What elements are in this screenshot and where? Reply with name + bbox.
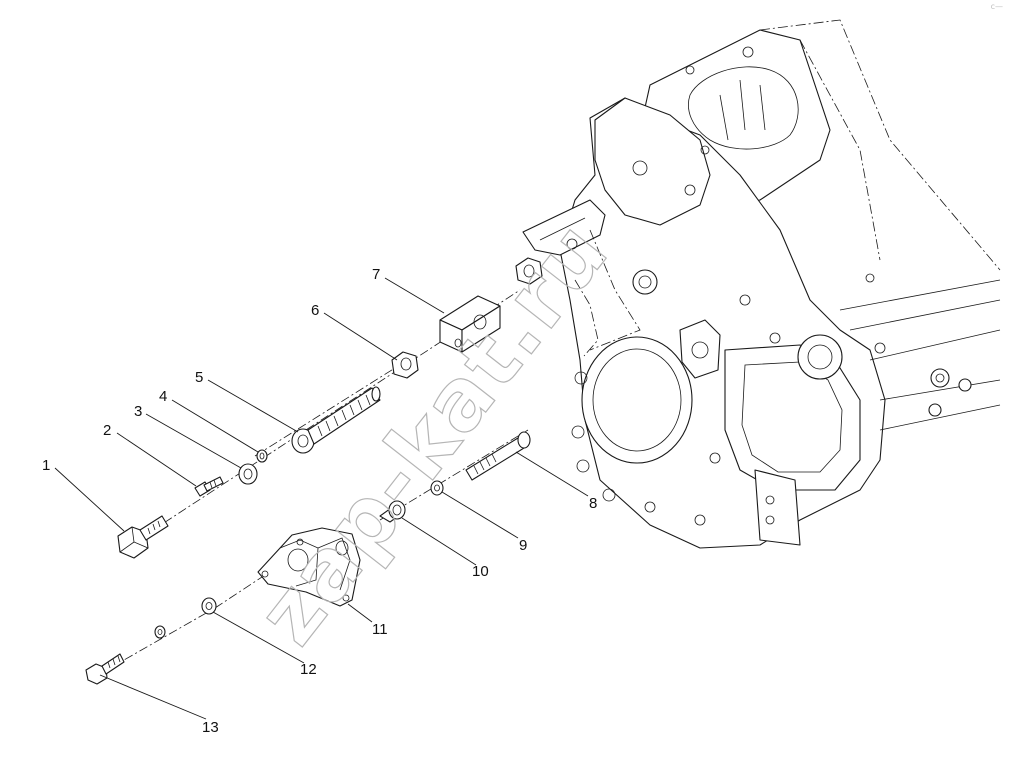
part-13-hex-bolt bbox=[85, 653, 125, 685]
part-8-stud bbox=[465, 431, 531, 481]
engine-block bbox=[522, 19, 1001, 549]
callout-10: 10 bbox=[472, 563, 489, 580]
part-7-trunnion-block bbox=[439, 295, 501, 353]
callout-3: 3 bbox=[134, 403, 142, 420]
leader-lines bbox=[54, 277, 589, 720]
callout-9: 9 bbox=[519, 537, 527, 554]
part-12-washer bbox=[201, 597, 217, 615]
part-7-top-nut bbox=[515, 257, 543, 285]
callout-13: 13 bbox=[202, 719, 219, 736]
part-5-eye-bolt bbox=[291, 386, 381, 454]
part-4-lock-washer bbox=[256, 449, 268, 463]
callout-5: 5 bbox=[195, 369, 203, 386]
corner-mark: c— bbox=[990, 2, 1003, 11]
callout-2: 2 bbox=[103, 422, 111, 439]
callout-labels: 1 2 3 4 5 6 7 8 9 10 11 12 13 bbox=[42, 266, 597, 736]
callout-1: 1 bbox=[42, 457, 50, 474]
callout-11: 11 bbox=[372, 621, 388, 638]
part-3-washer bbox=[238, 463, 258, 485]
part-2-small-bolt bbox=[194, 476, 224, 497]
assembly-axes bbox=[109, 289, 529, 669]
part-6-hex-nut bbox=[391, 351, 419, 379]
callout-12: 12 bbox=[300, 661, 317, 678]
part-9-lock-washer bbox=[430, 480, 444, 496]
callout-6: 6 bbox=[311, 302, 319, 319]
part-11-bracket bbox=[257, 527, 361, 607]
part-1-hex-bolt bbox=[117, 515, 169, 559]
callout-8: 8 bbox=[589, 495, 597, 512]
part-10-spacer bbox=[379, 500, 406, 523]
callout-4: 4 bbox=[159, 388, 167, 405]
callout-7: 7 bbox=[372, 266, 380, 283]
part-12-lock-washer bbox=[154, 625, 166, 639]
